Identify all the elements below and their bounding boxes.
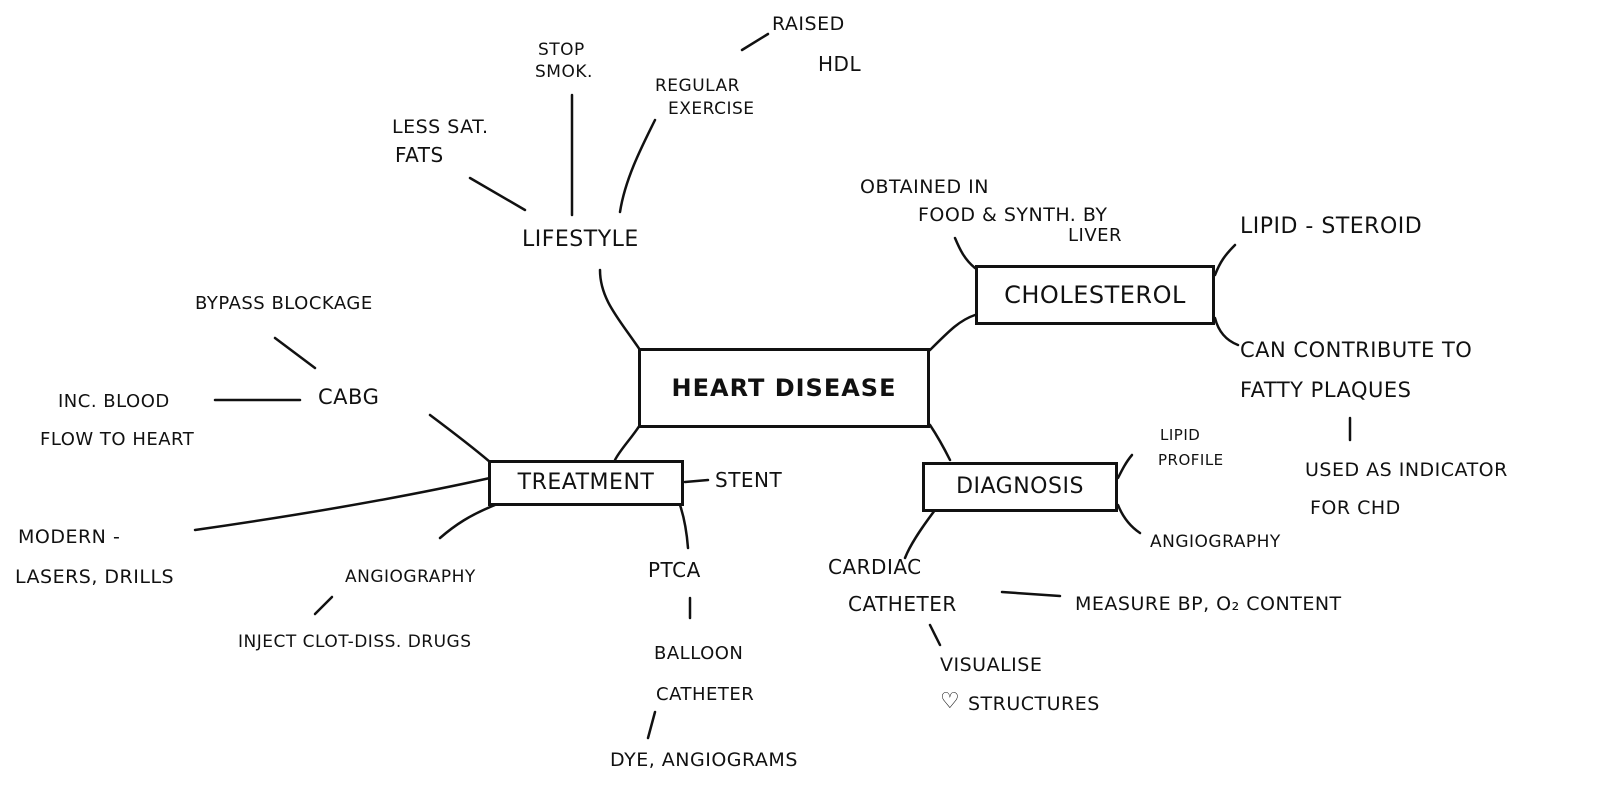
cholesterol-label: CHOLESTEROL bbox=[1004, 281, 1186, 309]
line-cardiac-measure bbox=[1000, 590, 1062, 598]
lipid-profile-line1: LIPID bbox=[1160, 426, 1201, 444]
stop-smok-line1: STOP bbox=[538, 40, 585, 60]
line-exercise-hdl bbox=[740, 32, 770, 52]
cardiac-line2: CATHETER bbox=[848, 592, 957, 616]
cabg-label: CABG bbox=[318, 385, 380, 409]
line-chol-obtained bbox=[953, 236, 977, 270]
inject-label: INJECT CLOT-DISS. DRUGS bbox=[238, 632, 472, 652]
less-sat-fats-line2: FATS bbox=[395, 143, 444, 167]
treatment-angiography-label: ANGIOGRAPHY bbox=[345, 567, 476, 587]
treatment-label: TREATMENT bbox=[517, 470, 655, 495]
raised-hdl-line2: HDL bbox=[818, 52, 862, 76]
indicator-line1: USED AS INDICATOR bbox=[1305, 459, 1508, 481]
heart-disease-box: HEART DISEASE bbox=[638, 348, 930, 428]
line-treatment-stent bbox=[683, 478, 710, 484]
indicator-line2: FOR CHD bbox=[1310, 497, 1401, 519]
balloon-line2: CATHETER bbox=[656, 684, 755, 705]
modern-line1: MODERN - bbox=[18, 526, 121, 548]
line-center-cholesterol bbox=[928, 313, 977, 352]
line-center-treatment bbox=[613, 423, 642, 462]
obtained-line3: LIVER bbox=[1068, 225, 1123, 246]
ptca-label: PTCA bbox=[648, 558, 701, 582]
stop-smok-line2: SMOK. bbox=[535, 62, 593, 82]
visualise-line1: VISUALISE bbox=[940, 654, 1043, 676]
contribute-line1: CAN CONTRIBUTE TO bbox=[1240, 338, 1473, 362]
dye-label: DYE, ANGIOGRAMS bbox=[610, 749, 798, 771]
bypass-label: BYPASS BLOCKAGE bbox=[195, 293, 373, 314]
cholesterol-box: CHOLESTEROL bbox=[975, 265, 1215, 325]
measure-label: MEASURE BP, O₂ CONTENT bbox=[1075, 593, 1342, 615]
line-diag-lipid bbox=[1116, 453, 1134, 480]
modern-line2: LASERS, DRILLS bbox=[15, 566, 175, 588]
line-treatment-angio bbox=[438, 503, 497, 540]
line-center-lifestyle bbox=[598, 268, 642, 352]
line-lifestyle-exercise bbox=[618, 118, 657, 214]
lipid-profile-line2: PROFILE bbox=[1158, 451, 1224, 469]
raised-hdl-line1: RAISED bbox=[772, 13, 845, 35]
line-cardiac-visualise bbox=[928, 623, 942, 647]
less-sat-fats-line1: LESS SAT. bbox=[392, 116, 489, 138]
lipid-steroid-label: LIPID - STEROID bbox=[1240, 214, 1423, 239]
line-balloon-dye bbox=[646, 710, 657, 740]
line-center-diagnosis bbox=[928, 423, 952, 462]
visualise-line2: STRUCTURES bbox=[968, 693, 1100, 715]
line-chol-lipid bbox=[1213, 243, 1237, 277]
line-cabg-bypass bbox=[273, 336, 317, 370]
line-lifestyle-fats bbox=[468, 176, 527, 212]
regular-exercise-line1: REGULAR bbox=[655, 76, 740, 96]
inc-blood-line2: FLOW TO HEART bbox=[40, 429, 195, 450]
diagnosis-label: DIAGNOSIS bbox=[956, 474, 1084, 499]
obtained-line2: FOOD & SYNTH. BY bbox=[918, 204, 1108, 226]
obtained-line1: OBTAINED IN bbox=[860, 176, 989, 198]
heart-disease-label: HEART DISEASE bbox=[671, 374, 897, 402]
line-diag-cardiac bbox=[903, 508, 937, 560]
line-diag-angio bbox=[1116, 503, 1142, 535]
inc-blood-line1: INC. BLOOD bbox=[58, 391, 170, 412]
diagnosis-box: DIAGNOSIS bbox=[922, 462, 1118, 512]
stent-label: STENT bbox=[715, 468, 783, 492]
balloon-line1: BALLOON bbox=[654, 643, 744, 664]
diagnosis-angiography-label: ANGIOGRAPHY bbox=[1150, 532, 1281, 552]
line-treatment-ptca bbox=[678, 503, 690, 550]
line-treatment-modern bbox=[193, 476, 492, 532]
cardiac-line1: CARDIAC bbox=[828, 555, 922, 579]
line-angio-inject bbox=[313, 595, 334, 616]
line-cabg-treatment bbox=[428, 413, 492, 464]
lifestyle-label: LIFESTYLE bbox=[522, 227, 639, 252]
heart-icon: ♡ bbox=[940, 689, 961, 714]
treatment-box: TREATMENT bbox=[488, 460, 684, 506]
regular-exercise-line2: EXERCISE bbox=[668, 99, 755, 119]
contribute-line2: FATTY PLAQUES bbox=[1240, 378, 1412, 402]
line-chol-contribute bbox=[1213, 316, 1240, 347]
